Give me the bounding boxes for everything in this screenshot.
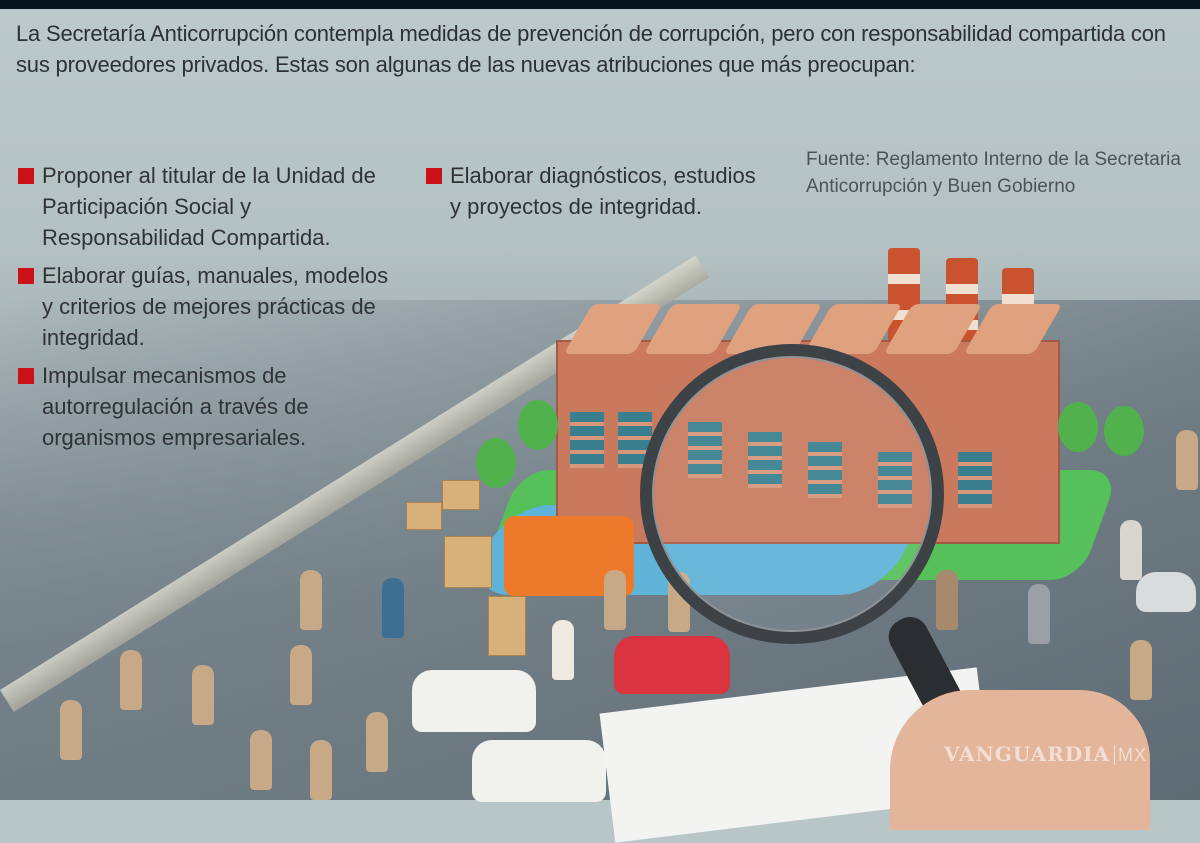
figurine: [1176, 430, 1198, 490]
white-car: [412, 670, 536, 732]
magnifying-glass-icon: [640, 344, 944, 644]
box: [406, 502, 442, 530]
attributions-list-left: Proponer al titular de la Unidad de Part…: [16, 160, 396, 460]
figurine: [120, 650, 142, 710]
white-car: [472, 740, 606, 802]
red-square-bullet-icon: [18, 368, 34, 384]
list-item-text: Proponer al titular de la Unidad de Part…: [42, 163, 376, 250]
red-square-bullet-icon: [18, 268, 34, 284]
box: [444, 536, 492, 588]
box: [442, 480, 480, 510]
figurine: [290, 645, 312, 705]
watermark-suffix: MX: [1114, 745, 1148, 765]
red-square-bullet-icon: [426, 168, 442, 184]
box: [488, 596, 526, 656]
watermark-brand: VANGUARDIA: [944, 742, 1111, 766]
figurine: [1028, 584, 1050, 644]
figurine: [192, 665, 214, 725]
red-car: [614, 636, 730, 694]
source-credit: Fuente: Reglamento Interno de la Secreta…: [806, 149, 1181, 197]
top-bar: [0, 0, 1200, 9]
tree: [1104, 406, 1144, 456]
tree: [476, 438, 516, 488]
figurine: [366, 712, 388, 772]
figurine: [1130, 640, 1152, 700]
car: [1136, 572, 1196, 612]
figurine: [310, 740, 332, 800]
list-item: Elaborar diagnósticos, estudios y proyec…: [424, 160, 764, 222]
list-item-text: Elaborar diagnósticos, estudios y proyec…: [450, 163, 756, 219]
red-square-bullet-icon: [18, 168, 34, 184]
tree: [1058, 402, 1098, 452]
list-item-text: Elaborar guías, manuales, modelos y crit…: [42, 263, 389, 350]
figurine: [300, 570, 322, 630]
tree: [518, 400, 558, 450]
list-item: Elaborar guías, manuales, modelos y crit…: [16, 260, 396, 353]
figurine: [60, 700, 82, 760]
list-item: Proponer al titular de la Unidad de Part…: [16, 160, 396, 253]
figurine: [1120, 520, 1142, 580]
window: [570, 412, 604, 468]
figurine: [250, 730, 272, 790]
figurine: [552, 620, 574, 680]
figurine: [604, 570, 626, 630]
businessman-figurine: [382, 578, 404, 638]
attributions-list-right: Elaborar diagnósticos, estudios y proyec…: [424, 160, 764, 229]
intro-paragraph: La Secretaría Anticorrupción contempla m…: [16, 21, 1166, 77]
window: [958, 452, 992, 508]
list-item-text: Impulsar mecanismos de autorregulación a…: [42, 363, 309, 450]
figurine: [936, 570, 958, 630]
list-item: Impulsar mecanismos de autorregulación a…: [16, 360, 396, 453]
